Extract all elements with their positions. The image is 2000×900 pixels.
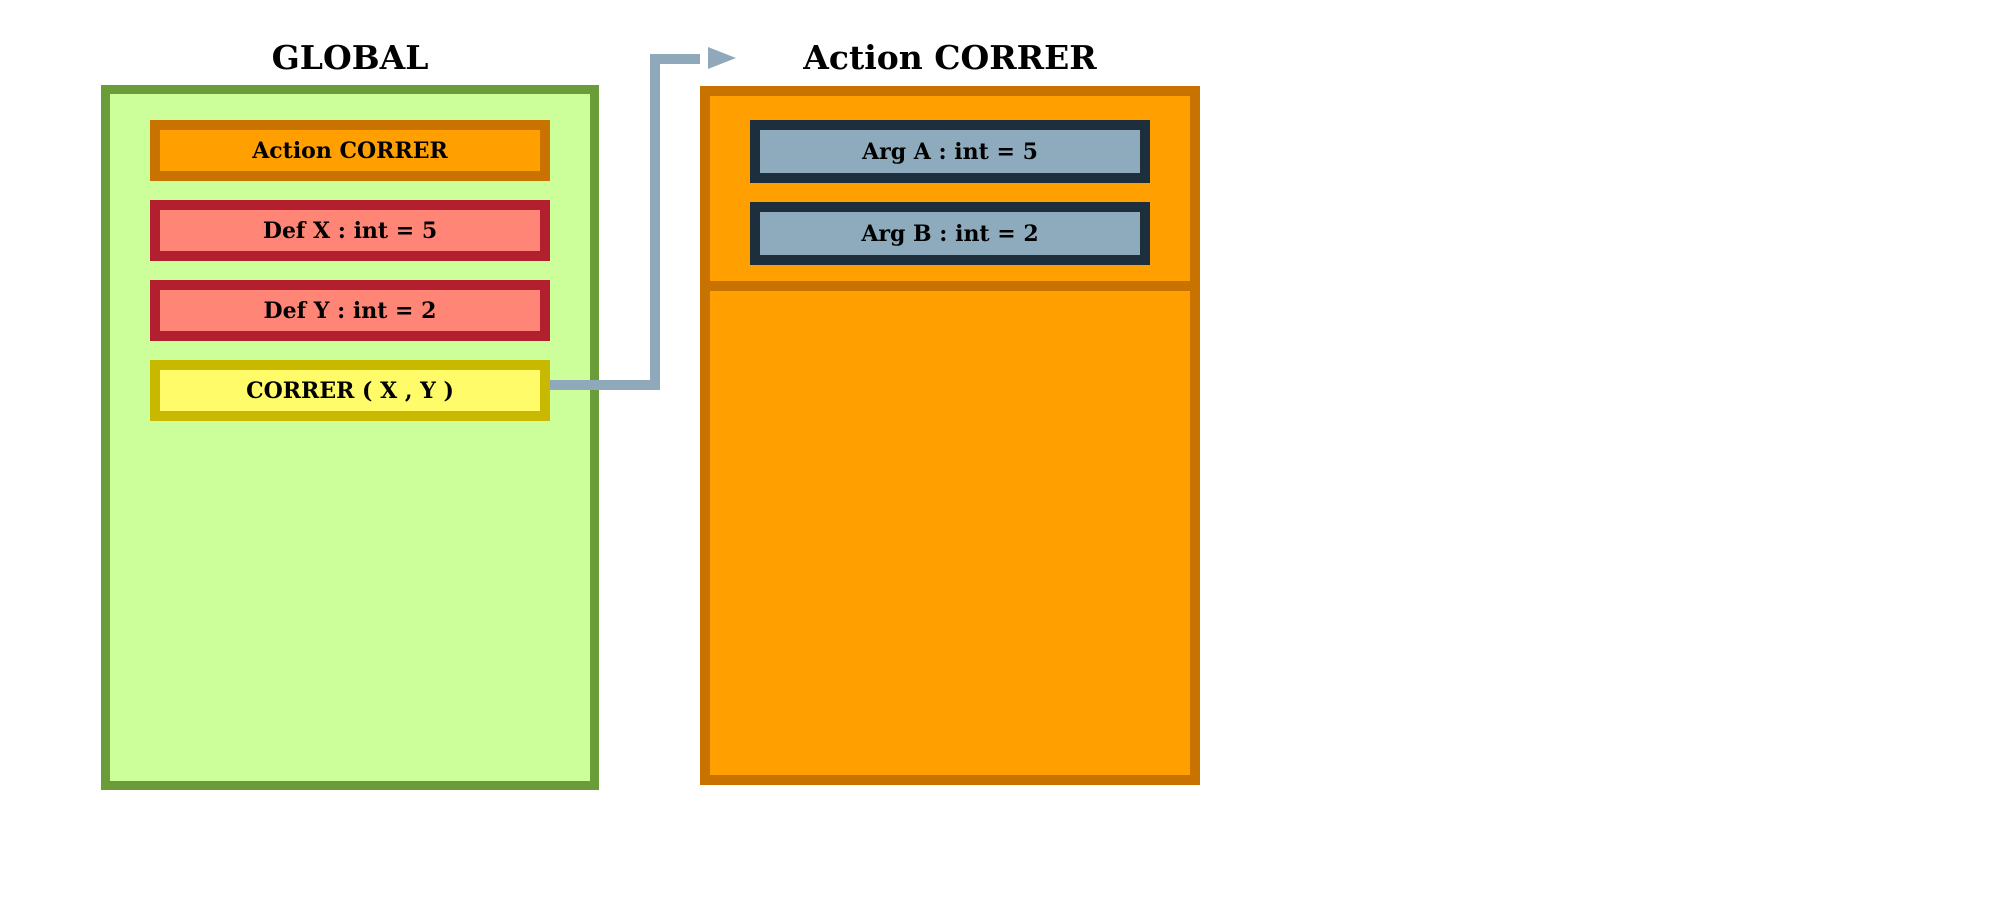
global-item-correr-call-label: CORRER ( X , Y ) — [246, 377, 454, 404]
global-item-action-correr: Action CORRER — [150, 120, 550, 181]
global-item-def-x-label: Def X : int = 5 — [262, 217, 438, 244]
call-arrow-segment-bottom — [550, 380, 660, 390]
action-item-arg-a-label: Arg A : int = 5 — [862, 138, 1038, 165]
global-item-def-y: Def Y : int = 2 — [150, 280, 550, 341]
action-frame-panel — [700, 86, 1200, 785]
global-item-correr-call: CORRER ( X , Y ) — [150, 360, 550, 421]
global-frame-panel — [101, 85, 599, 790]
call-arrow-segment-top — [650, 54, 700, 64]
global-item-action-correr-label: Action CORRER — [252, 137, 448, 164]
call-arrow-segment-vertical — [650, 54, 660, 390]
action-frame-title: Action CORRER — [803, 38, 1097, 77]
action-item-arg-b: Arg B : int = 2 — [750, 202, 1150, 265]
call-arrow-head-icon — [708, 47, 736, 69]
action-item-arg-b-label: Arg B : int = 2 — [861, 220, 1039, 247]
action-frame-args-divider — [710, 281, 1190, 291]
global-item-def-y-label: Def Y : int = 2 — [263, 297, 437, 324]
global-frame-title: GLOBAL — [271, 38, 429, 77]
action-item-arg-a: Arg A : int = 5 — [750, 120, 1150, 183]
global-item-def-x: Def X : int = 5 — [150, 200, 550, 261]
